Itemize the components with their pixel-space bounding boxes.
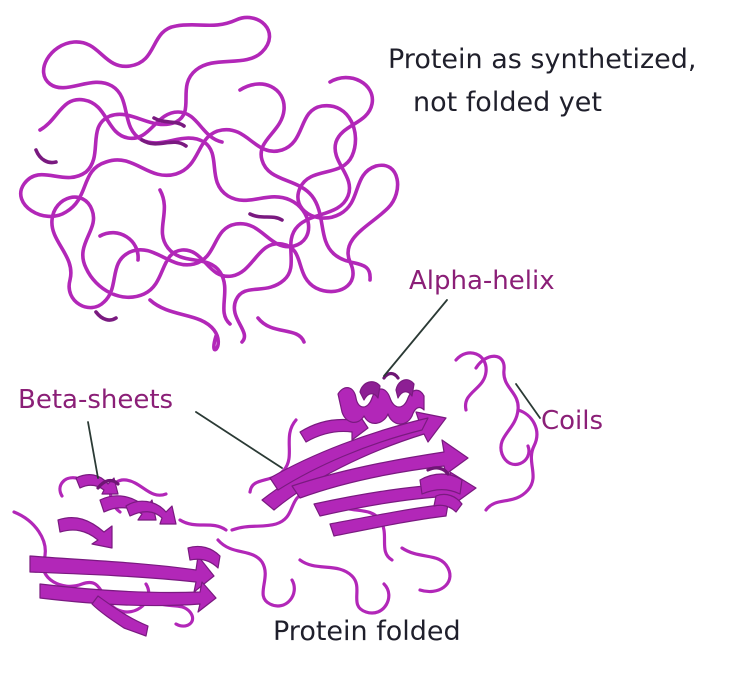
label-leader-lines [87, 299, 541, 479]
folded-title: Protein folded [273, 616, 461, 647]
beta-sheets-leader-line-left [87, 421, 99, 479]
coils-label: Coils [541, 406, 604, 436]
folded-protein-beta-sheets-left [29, 474, 221, 637]
alpha-helix-leader-line [383, 299, 448, 377]
unfolded-title-line1: Protein as synthetized, [388, 44, 697, 75]
beta-sheets-label: Beta-sheets [18, 385, 174, 415]
folded-protein-beta-sheets-right [261, 409, 477, 537]
unfolded-title-line2: not folded yet [413, 87, 602, 118]
alpha-helix-label: Alpha-helix [409, 266, 555, 296]
unfolded-protein-chain [19, 15, 400, 352]
folded-protein-dark-strands [96, 371, 450, 490]
folded-protein-alpha-helix [337, 379, 425, 425]
beta-sheets-leader-line-right [195, 411, 283, 469]
coils-leader-line [515, 383, 541, 419]
unfolded-protein-dark-strands [34, 116, 284, 322]
